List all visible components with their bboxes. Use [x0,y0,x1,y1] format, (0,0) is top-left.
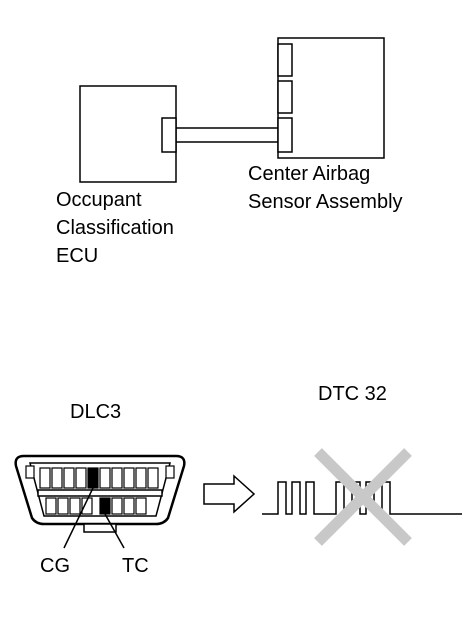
dlc3-pins-upper [39,467,159,489]
right-arrow-icon [203,474,256,514]
occupant-ecu-label-line: ECU [56,245,98,267]
dlc3-connector [14,454,186,549]
dtc-label: DTC 32 [318,383,387,405]
occupant-ecu-box [79,85,177,183]
center-airbag-sensor-assembly [277,37,385,159]
center-airbag-connector-1 [277,43,293,77]
occupant-ecu-label-line: Occupant [56,189,142,211]
occupant-classification-ecu [79,85,177,183]
center-airbag-label: Center Airbag Sensor Assembly [248,163,403,213]
cg-pin [87,467,99,489]
dlc3-latch-left [25,465,35,479]
dlc3-center-bar [37,489,163,497]
center-airbag-connector-2 [277,80,293,114]
dlc3-bottom-tab [83,523,117,533]
dlc3-pins-lower [45,497,147,515]
center-airbag-label-line: Center Airbag [248,163,370,185]
occupant-ecu-label-line: Classification [56,217,174,239]
center-airbag-connector-3 [277,117,293,153]
cg-label: CG [40,555,70,577]
cg-lead-line [63,487,94,549]
dlc3-latch-right [165,465,175,479]
occupant-ecu-connector [161,117,177,153]
tc-label: TC [122,555,149,577]
center-airbag-box [277,37,385,159]
center-airbag-label-line: Sensor Assembly [248,191,403,213]
wire-harness [176,127,280,143]
occupant-ecu-label: Occupant Classification ECU [56,189,179,267]
tc-lead-line [104,513,125,549]
tc-pin [99,497,111,515]
invalid-cross-icon [314,448,412,546]
dlc3-label: DLC3 [70,401,121,423]
